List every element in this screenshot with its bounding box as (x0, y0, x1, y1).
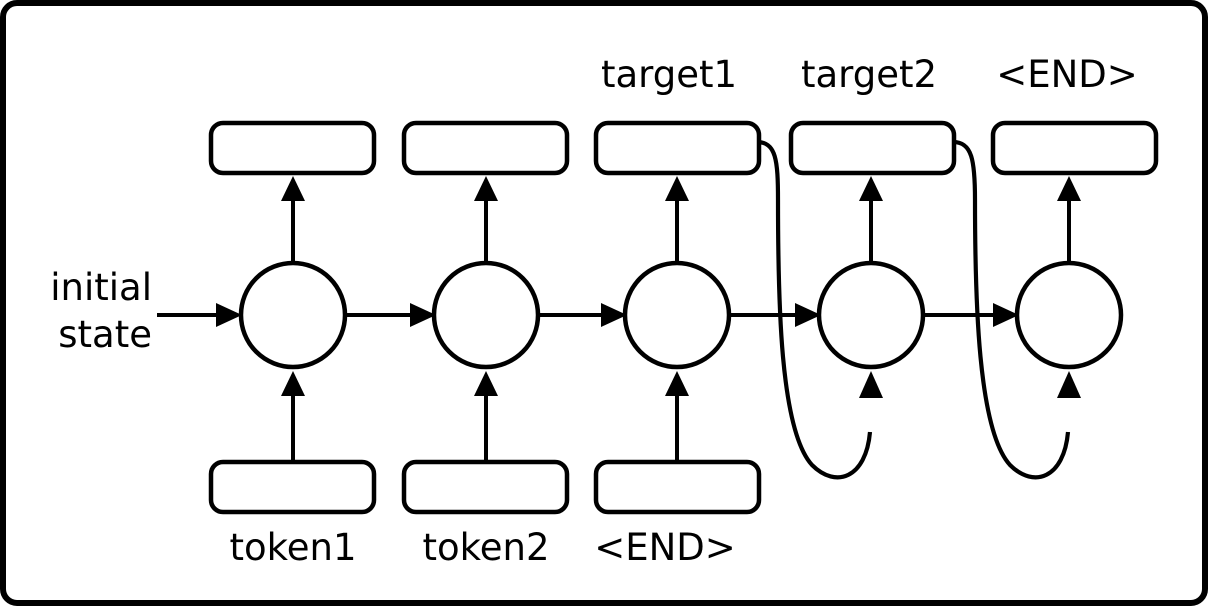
state-arrow-2-3 (601, 303, 627, 327)
feedback-arrow-2 (1057, 371, 1081, 398)
cell-to-output-arrow-5 (1057, 176, 1081, 201)
column-4: target2 (788, 53, 957, 370)
rnn-cell-1[interactable] (238, 260, 348, 370)
input-label-2: token2 (422, 526, 549, 569)
initial-state-arrow (216, 303, 242, 327)
cell-to-output-arrow-4 (859, 176, 883, 201)
rnn-cell-5[interactable] (1014, 260, 1124, 370)
output-box-5[interactable] (990, 120, 1159, 176)
input-label-1: token1 (229, 526, 356, 569)
feedback-edges (756, 139, 1081, 480)
output-label-5: <END> (996, 53, 1138, 96)
state-arrow-3-4 (795, 303, 821, 327)
cell-to-output-arrow-1 (281, 176, 305, 201)
initial-state-line-1: initial (50, 266, 152, 309)
input-box-3[interactable] (593, 459, 762, 515)
column-5: <END> (990, 53, 1159, 370)
state-arrow-4-5 (993, 303, 1019, 327)
input-to-cell-arrow-3 (665, 371, 689, 396)
feedback-arrow-1 (859, 371, 883, 398)
output-box-2[interactable] (401, 120, 570, 176)
rnn-cell-3[interactable] (622, 260, 732, 370)
input-box-1[interactable] (208, 459, 377, 515)
rnn-cell-2[interactable] (431, 260, 541, 370)
input-box-2[interactable] (401, 459, 570, 515)
initial-state-label: initial state (50, 266, 152, 356)
input-to-cell-arrow-1 (281, 371, 305, 396)
output-box-4[interactable] (788, 120, 957, 176)
input-to-cell-arrow-2 (474, 371, 498, 396)
output-box-3[interactable] (593, 120, 762, 176)
cell-to-output-arrow-3 (665, 176, 689, 201)
rnn-cell-4[interactable] (816, 260, 926, 370)
output-box-1[interactable] (208, 120, 377, 176)
cell-to-output-arrow-2 (474, 176, 498, 201)
input-label-3: <END> (594, 526, 736, 569)
state-arrow-1-2 (410, 303, 436, 327)
state-flow-edges (157, 303, 1019, 327)
feedback-curve-2 (952, 139, 1071, 480)
column-1: token1 (208, 120, 377, 569)
output-label-3: target1 (601, 53, 737, 96)
output-label-4: target2 (801, 53, 937, 96)
initial-state-line-2: state (58, 313, 152, 356)
column-2: token2 (401, 120, 570, 569)
feedback-curve-1 (756, 139, 873, 480)
